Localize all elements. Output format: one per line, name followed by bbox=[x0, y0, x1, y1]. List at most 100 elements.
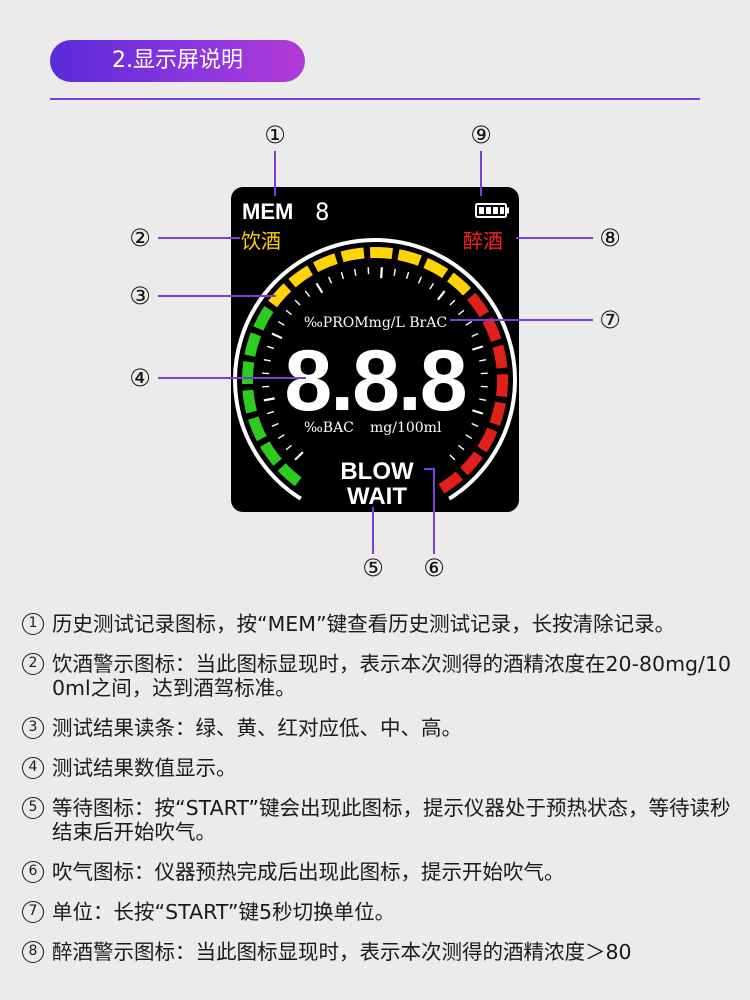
gauge-tick bbox=[471, 332, 479, 338]
gauge-segment bbox=[467, 292, 490, 318]
gauge-tick bbox=[437, 290, 446, 301]
callout-9: ⑨ bbox=[470, 121, 492, 149]
description-text: 吹气图标：仪器预热完成后出现此图标，提示开始吹气。 bbox=[52, 860, 565, 884]
gauge-segment bbox=[460, 451, 483, 476]
wait-icon-label: WAIT bbox=[347, 483, 407, 510]
gauge-tick bbox=[458, 309, 465, 316]
description-text: 历史测试记录图标，按“MEM”键查看历史测试记录，长按清除记录。 bbox=[52, 612, 676, 636]
gauge-tick bbox=[263, 358, 271, 362]
gauge-tick bbox=[449, 299, 456, 306]
description-item: 6 吹气图标：仪器预热完成后出现此图标，提示开始吹气。 bbox=[22, 860, 736, 884]
gauge-outer-arc bbox=[233, 238, 517, 501]
gauge-segment bbox=[489, 401, 506, 426]
gauge-tick bbox=[294, 451, 304, 461]
blow-icon-label: BLOW bbox=[340, 458, 414, 485]
gauge-segment bbox=[242, 389, 257, 414]
gauge-segment bbox=[492, 344, 508, 369]
description-text: 测试结果数值显示。 bbox=[52, 756, 237, 780]
gauge-tick bbox=[458, 444, 465, 451]
description-number: 2 bbox=[22, 653, 44, 675]
description-text: 单位：长按“START”键5秒切换单位。 bbox=[52, 900, 396, 924]
gauge-segment bbox=[312, 253, 338, 273]
gauge-tick bbox=[266, 345, 275, 350]
gauge-segment bbox=[477, 427, 498, 453]
gauge-tick bbox=[465, 434, 473, 440]
gauge-tick bbox=[405, 271, 410, 280]
drunk-warning-label: 醉酒 bbox=[463, 229, 503, 253]
gauge-tick bbox=[479, 398, 487, 402]
gauge-tick bbox=[271, 332, 283, 340]
gauge-segment bbox=[288, 265, 313, 288]
gauge-tick bbox=[472, 409, 484, 415]
description-number: 1 bbox=[22, 613, 44, 635]
gauge-tick bbox=[304, 290, 311, 297]
callout-3: ③ bbox=[129, 282, 151, 310]
gauge-tick bbox=[393, 268, 397, 276]
gauge-tick bbox=[285, 444, 292, 451]
gauge-segment bbox=[397, 249, 422, 266]
title-divider bbox=[50, 98, 700, 100]
gauge-tick bbox=[277, 320, 285, 326]
description-number: 4 bbox=[22, 757, 44, 779]
gauge-tick bbox=[471, 422, 479, 428]
gauge-tick bbox=[263, 397, 275, 402]
result-gauge bbox=[233, 238, 517, 501]
unit-bottom-right: mg/100ml bbox=[370, 420, 442, 436]
gauge-segment bbox=[277, 463, 302, 487]
callout-7: ⑦ bbox=[599, 306, 621, 334]
description-item: 8 醉酒警示图标：当此图标显现时，表示本次测得的酒精浓度＞80 bbox=[22, 940, 736, 964]
description-text: 测试结果读条：绿、黄、红对应低、中、高。 bbox=[52, 716, 462, 740]
gauge-segment bbox=[369, 247, 394, 260]
result-digits: 8.8.8 bbox=[284, 333, 465, 429]
gauge-segment bbox=[423, 257, 449, 279]
gauge-segment bbox=[242, 361, 255, 385]
description-number: 8 bbox=[22, 941, 44, 963]
display-diagram: MEM 8 饮酒 醉酒 ‰PROMmg/L BrAC 8.8.8 ‰BAC mg… bbox=[129, 121, 621, 582]
drink-warning-label: 饮酒 bbox=[241, 229, 281, 253]
gauge-segment bbox=[244, 332, 262, 357]
description-number: 6 bbox=[22, 861, 44, 883]
gauge-tick bbox=[285, 309, 292, 316]
description-item: 4 测试结果数值显示。 bbox=[22, 756, 736, 780]
gauge-tick bbox=[327, 276, 333, 284]
gauge-segment bbox=[447, 272, 471, 296]
unit-bottom-left: ‰BAC bbox=[304, 420, 354, 436]
mem-label: MEM bbox=[242, 199, 293, 224]
callout-lines bbox=[158, 151, 593, 554]
description-number: 7 bbox=[22, 901, 44, 923]
gauge-tick bbox=[380, 267, 383, 279]
description-item: 3 测试结果读条：绿、黄、红对应低、中、高。 bbox=[22, 716, 736, 740]
gauge-segment bbox=[268, 283, 292, 308]
description-number: 5 bbox=[22, 797, 44, 819]
description-item: 1 历史测试记录图标，按“MEM”键查看历史测试记录，长按清除记录。 bbox=[22, 612, 736, 636]
callout-2: ② bbox=[129, 224, 151, 252]
gauge-tick bbox=[340, 271, 345, 280]
gauge-segment bbox=[253, 306, 274, 331]
gauge-segment bbox=[248, 416, 267, 442]
description-item: 7 单位：长按“START”键5秒切换单位。 bbox=[22, 900, 736, 924]
gauge-segment bbox=[438, 471, 463, 494]
gauge-tick bbox=[429, 282, 435, 290]
description-text: 醉酒警示图标：当此图标显现时，表示本次测得的酒精浓度＞80 bbox=[52, 940, 632, 964]
mem-digit: 8 bbox=[315, 198, 329, 226]
gauge-tick bbox=[294, 299, 301, 306]
callout-8: ⑧ bbox=[599, 224, 621, 252]
gauge-tick bbox=[353, 268, 357, 276]
callout-5: ⑤ bbox=[362, 554, 384, 582]
callout-4: ④ bbox=[129, 364, 151, 392]
gauge-segment bbox=[495, 373, 508, 398]
gauge-segment bbox=[260, 441, 282, 466]
gauge-tick bbox=[315, 282, 324, 294]
description-number: 3 bbox=[22, 717, 44, 739]
gauge-tick bbox=[266, 410, 275, 415]
unit-top: ‰PROMmg/L BrAC bbox=[304, 315, 447, 331]
gauge-tick bbox=[449, 454, 456, 461]
section-title: 2.显示屏说明 bbox=[50, 40, 305, 82]
gauge-tick bbox=[465, 320, 473, 326]
callout-1: ① bbox=[264, 121, 286, 149]
callout-6: ⑥ bbox=[423, 554, 445, 582]
gauge-segment bbox=[482, 317, 502, 342]
